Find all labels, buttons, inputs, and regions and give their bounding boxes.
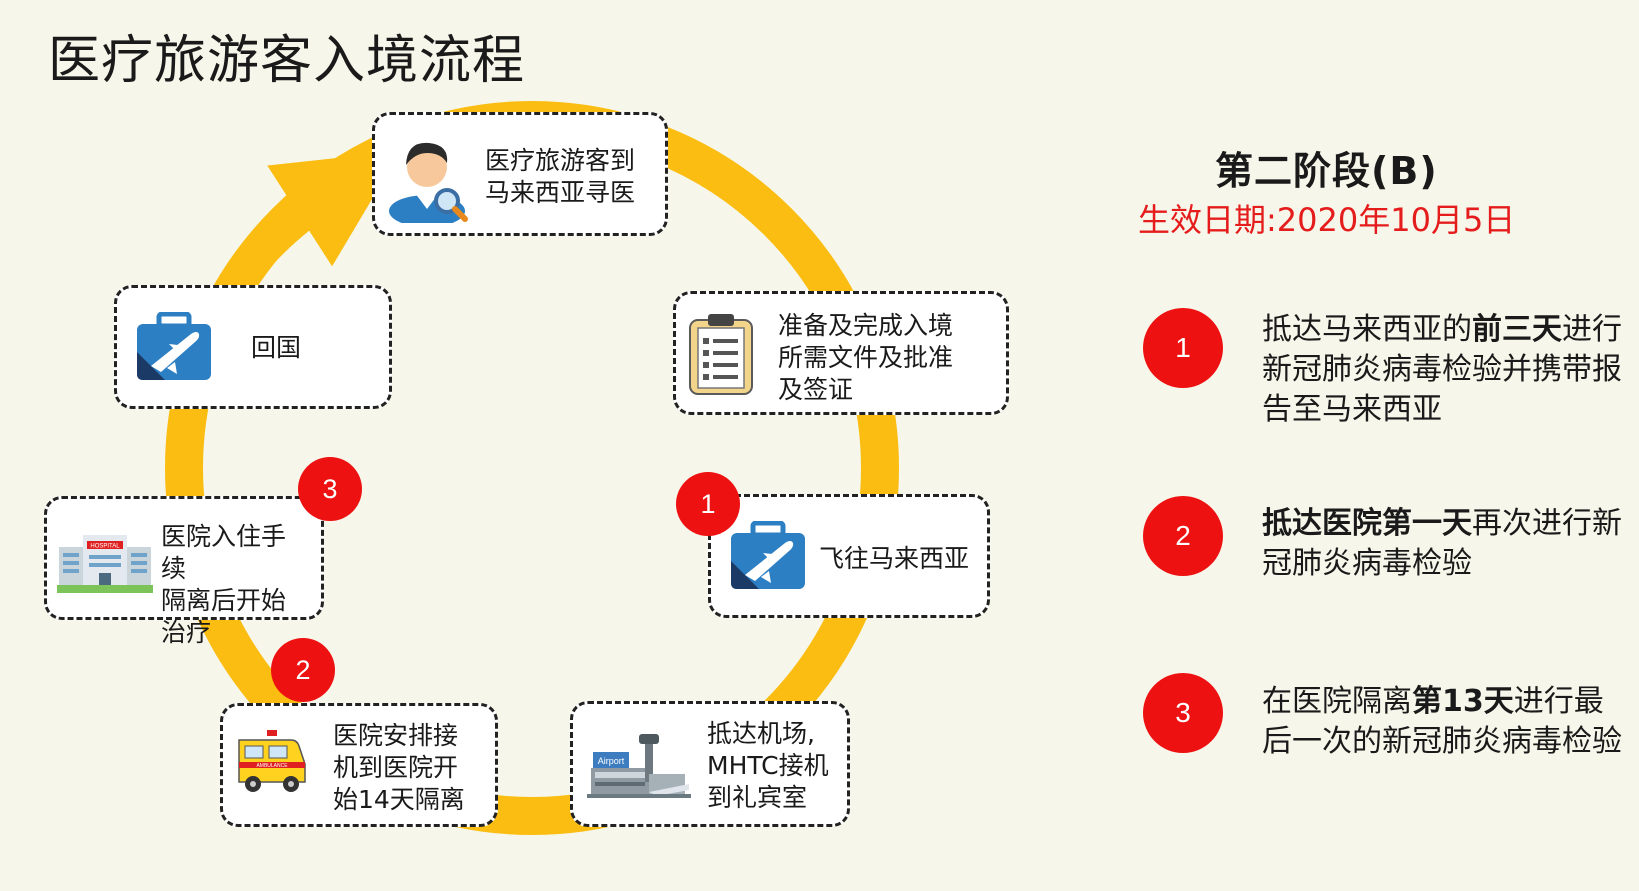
step-badge-1: 1: [676, 472, 740, 536]
step-badge-3: 3: [298, 457, 362, 521]
note-2-segment: 抵达医院第一天: [1262, 506, 1472, 541]
cycle-arrow: [219, 151, 401, 301]
airport-icon: Airport: [587, 734, 691, 798]
ambulance-icon: AMBULANCE: [238, 730, 306, 792]
step-fly-to-malaysia: 飞往马来西亚: [708, 494, 990, 618]
note-1: 抵达马来西亚的前三天进行新冠肺炎病毒检验并携带报告至马来西亚: [1262, 310, 1632, 430]
step-return-home-label: 回国: [251, 333, 302, 362]
note-badge-2: 2: [1143, 496, 1223, 576]
note-3-segment: 在医院隔离: [1262, 684, 1412, 719]
step-prepare-documents-label: 准备及完成入境 所需文件及批准 及签证: [778, 311, 954, 404]
note-1-segment: 抵达马来西亚的: [1262, 312, 1472, 347]
step-badge-2: 2: [271, 638, 335, 702]
step-arrive-airport-label: 抵达机场, MHTC接机 到礼宾室: [707, 719, 829, 812]
note-3-segment: 进行最后一次的新冠肺炎病毒检验: [1262, 684, 1622, 759]
note-1-segment: 进行新冠肺炎病毒检验并携带报告至马来西亚: [1262, 312, 1622, 427]
step-return-home: 回国: [114, 285, 392, 409]
phase-title: 第二阶段(B): [1215, 149, 1438, 193]
step-seek-care-label: 医疗旅游客到 马来西亚寻医: [485, 146, 636, 207]
note-3: 在医院隔离第13天进行最后一次的新冠肺炎病毒检验: [1262, 682, 1632, 762]
person-search-icon: [389, 142, 468, 223]
step-hospital-pickup: AMBULANCE 医院安排接 机到医院开 始14天隔离: [220, 703, 498, 827]
hospital-sign-text: HOSPITAL: [90, 544, 120, 550]
note-badge-1: 1: [1143, 308, 1223, 388]
note-2-segment: 再次进行新冠肺炎病毒检验: [1262, 506, 1622, 581]
step-hospital-checkin-label: 医院入住手 续 隔离后开始 治疗: [161, 522, 287, 647]
step-seek-care: 医疗旅游客到 马来西亚寻医: [372, 112, 668, 236]
effective-date: 生效日期:2020年10月5日: [1138, 201, 1516, 239]
clipboard-icon: [689, 314, 753, 395]
step-prepare-documents: 准备及完成入境 所需文件及批准 及签证: [673, 291, 1009, 415]
flight-bag-icon: [137, 312, 211, 380]
ambulance-sign-text: AMBULANCE: [256, 763, 288, 769]
note-1-segment: 前三天: [1472, 312, 1562, 347]
page-title: 医疗旅游客入境流程: [48, 31, 526, 91]
flight-bag-icon: [731, 521, 805, 589]
step-arrive-airport: Airport 抵达机场, MHTC接机 到礼宾室: [570, 701, 850, 827]
step-hospital-checkin: HOSPITAL 医院入住手 续 隔离后开始 治疗: [44, 496, 324, 647]
note-badge-3: 3: [1143, 673, 1223, 753]
note-3-segment: 第13天: [1412, 684, 1514, 719]
hospital-icon: HOSPITAL: [57, 535, 153, 593]
note-2: 抵达医院第一天再次进行新冠肺炎病毒检验: [1262, 504, 1632, 584]
step-fly-to-malaysia-label: 飞往马来西亚: [819, 544, 970, 573]
airport-sign-text: Airport: [598, 756, 625, 766]
step-hospital-pickup-label: 医院安排接 机到医院开 始14天隔离: [333, 721, 465, 814]
